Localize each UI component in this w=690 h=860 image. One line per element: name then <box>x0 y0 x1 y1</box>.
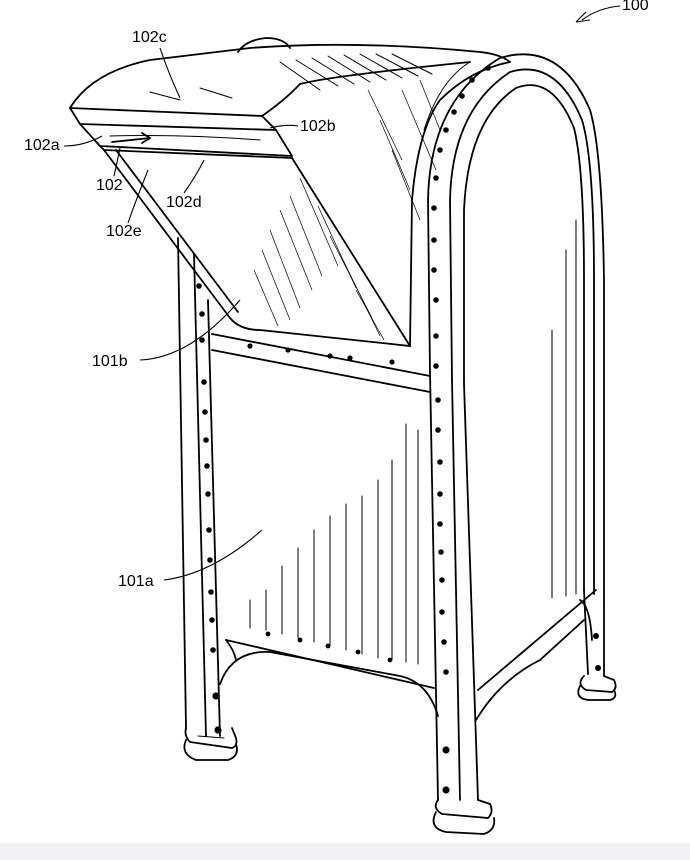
label-101b: 101b <box>92 353 128 370</box>
label-100: 100 <box>622 0 649 14</box>
rear-right-leg <box>577 589 617 701</box>
leader-lines <box>63 5 621 581</box>
right-side-panel <box>551 219 577 599</box>
label-102a: 102a <box>24 137 60 154</box>
label-102e: 102e <box>106 223 142 240</box>
page-bottom-strip <box>0 843 690 860</box>
slot-arrow-icon <box>111 132 151 144</box>
label-101a: 101a <box>118 573 154 590</box>
label-102d: 102d <box>166 194 202 211</box>
label-102b: 102b <box>300 118 336 135</box>
rivets <box>196 65 601 794</box>
label-102: 102 <box>96 177 123 194</box>
chute-panel <box>103 79 441 347</box>
right-arch-frame <box>427 53 605 835</box>
rear-left-edge <box>409 61 511 347</box>
left-front-leg <box>177 237 238 761</box>
front-face <box>211 333 439 717</box>
label-102c: 102c <box>132 29 167 46</box>
